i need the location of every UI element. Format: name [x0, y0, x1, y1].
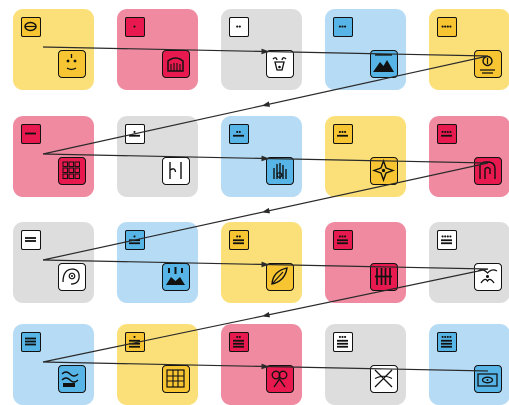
- numeral-tile: [429, 222, 509, 303]
- knot-glyph-icon: [266, 365, 294, 393]
- numeral-dots-bars: [441, 130, 452, 137]
- numeral-tile: [325, 324, 406, 405]
- numeral-dots-bars: [337, 235, 348, 245]
- connector-arrowhead: [261, 101, 271, 107]
- numeral-dots-bars: [233, 130, 244, 137]
- numeral-badge: [21, 230, 41, 250]
- numeral-dots-bars: [133, 25, 136, 28]
- connector-arrowhead: [261, 311, 270, 318]
- numeral-tile: [117, 9, 198, 90]
- monkey-glyph-icon: [58, 263, 86, 291]
- numeral-badge: [437, 230, 457, 250]
- sun-glyph-icon: [474, 50, 502, 78]
- numeral-dots-bars: [441, 25, 452, 28]
- numeral-badge: [333, 17, 353, 37]
- numeral-badge: [125, 17, 145, 37]
- numeral-tile: [221, 9, 302, 90]
- mosaic-glyph-icon: [162, 365, 190, 393]
- numeral-tile: [13, 9, 94, 90]
- numeral-dots-bars: [338, 25, 347, 28]
- star-glyph-icon: [370, 157, 398, 185]
- numeral-dots-bars: [25, 237, 36, 242]
- numeral-badge: [125, 230, 145, 250]
- face-glyph-icon: [58, 50, 86, 78]
- numeral-tile: [221, 324, 302, 405]
- numeral-tile: [325, 116, 406, 197]
- numeral-dots-bars: [236, 25, 241, 28]
- numeral-tile: [221, 116, 302, 197]
- flower-glyph-icon: [474, 263, 502, 291]
- numeral-dots-bars: [441, 235, 452, 245]
- numeral-badge: [229, 17, 249, 37]
- numeral-tile: [13, 116, 94, 197]
- columns-glyph-icon: [370, 263, 398, 291]
- numeral-dots-bars: [129, 130, 140, 137]
- cross-glyph-icon: [370, 365, 398, 393]
- numeral-badge: [21, 17, 41, 37]
- numeral-dots-bars: [129, 235, 140, 245]
- wave-glyph-icon: [58, 365, 86, 393]
- numeral-tile: [13, 222, 94, 303]
- spiral-glyph-icon: [474, 157, 502, 185]
- numeral-dots-bars: [25, 132, 36, 135]
- numeral-badge: [229, 230, 249, 250]
- numeral-badge: [229, 332, 249, 352]
- numeral-tile: [13, 324, 94, 405]
- numeral-tile: [429, 116, 509, 197]
- leaf-glyph-icon: [266, 263, 294, 291]
- numeral-tile: [429, 324, 509, 405]
- numeral-dots-bars: [129, 335, 140, 348]
- numeral-badge: [333, 332, 353, 352]
- numeral-badge: [437, 17, 457, 37]
- numeral-dots-bars: [337, 335, 348, 348]
- numeral-badge: [21, 332, 41, 352]
- numeral-badge: [21, 124, 41, 144]
- numeral-dots-bars: [337, 130, 348, 137]
- connector-arrowhead: [261, 207, 271, 214]
- numeral-tile: [325, 222, 406, 303]
- numeral-badge: [125, 332, 145, 352]
- bowl-glyph-icon: [474, 365, 502, 393]
- numeral-dots-bars: [441, 335, 452, 348]
- bull-glyph-icon: [266, 50, 294, 78]
- numeral-tile: [117, 324, 198, 405]
- hand-glyph-icon: [266, 157, 294, 185]
- numeral-badge: [437, 124, 457, 144]
- numeral-tile: [117, 116, 198, 197]
- numeral-badge: [229, 124, 249, 144]
- mountain-glyph-icon: [370, 50, 398, 78]
- jar-glyph-icon: [162, 50, 190, 78]
- grid-glyph-icon: [58, 157, 86, 185]
- numeral-badge: [437, 332, 457, 352]
- numeral-tile: [221, 222, 302, 303]
- numeral-dots-bars: [24, 21, 37, 32]
- numeral-dots-bars: [25, 337, 36, 346]
- numeral-badge: [125, 124, 145, 144]
- numeral-badge: [333, 230, 353, 250]
- door-glyph-icon: [162, 157, 190, 185]
- numeral-dots-bars: [233, 335, 244, 348]
- temple-glyph-icon: [162, 263, 190, 291]
- numeral-tile: [325, 9, 406, 90]
- numeral-dots-bars: [233, 235, 244, 245]
- numeral-badge: [333, 124, 353, 144]
- numeral-tile: [117, 222, 198, 303]
- numeral-tile: [429, 9, 509, 90]
